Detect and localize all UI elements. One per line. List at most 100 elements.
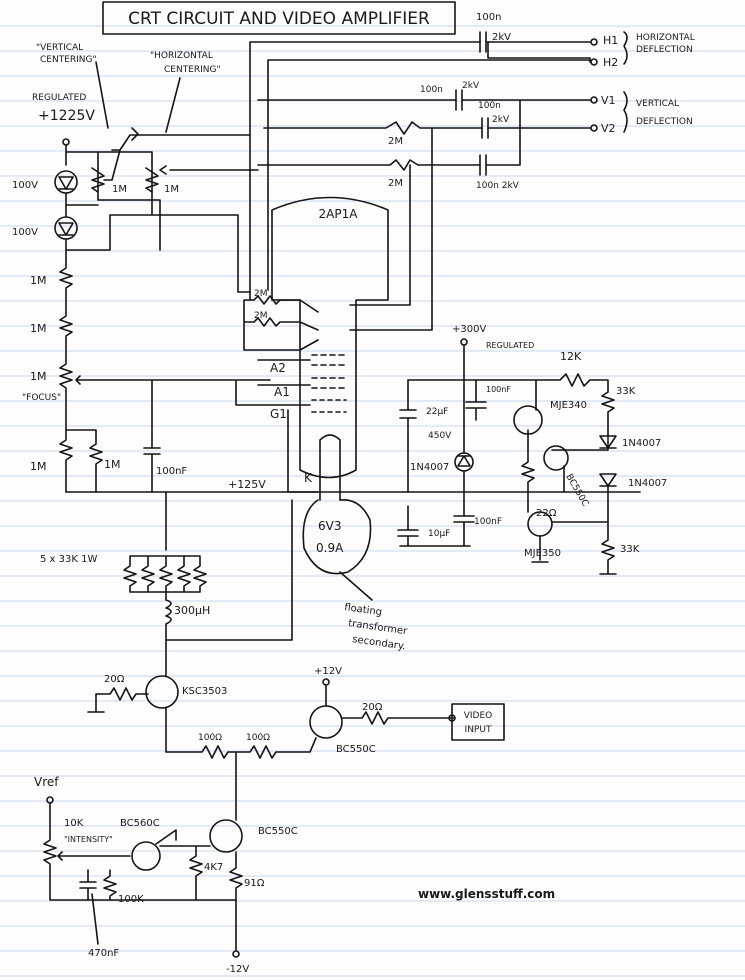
h2-terminal xyxy=(590,58,598,66)
output-transistor-label: KSC3503 xyxy=(182,686,227,697)
regulator-section: +300V REGULATED 12K 33K 22µF 450V 100nF … xyxy=(397,324,667,575)
series-res-1: 100Ω xyxy=(198,733,222,743)
reg-res-right-label: 33K xyxy=(616,386,636,397)
reg-zener-symbol xyxy=(457,379,471,493)
v-resistor-label-2: 2M xyxy=(388,178,403,189)
intensity-q-wiring xyxy=(155,829,211,901)
reg-res-bottom-label: 33K xyxy=(620,544,640,555)
focus-cap-label: 100nF xyxy=(156,466,187,477)
tube-envelope xyxy=(271,196,389,479)
series-res-2: 100Ω xyxy=(246,733,270,743)
heater-note-1: floating xyxy=(344,602,383,618)
inductor-label: 300µH xyxy=(174,604,210,617)
horiz-centering-label-1: "HORIZONTAL xyxy=(150,51,213,61)
v-cap-label-5: 100n 2kV xyxy=(476,181,520,191)
reg-input-label: +300V xyxy=(452,324,486,335)
v2-wire xyxy=(263,121,591,135)
h-brace xyxy=(623,31,628,65)
pot-vert-wiper xyxy=(103,134,251,181)
reg-cap-100n-bottom-label: 100nF xyxy=(474,517,502,527)
reg-diodes xyxy=(599,435,617,523)
transistor-bc560c xyxy=(131,841,161,871)
v-cap-label-3: 100n xyxy=(478,101,501,111)
reg-res-right xyxy=(601,391,615,431)
crt-tube: 2AP1A A2 A1 G1 K 6V3 0.9A floating trans… xyxy=(257,196,409,652)
grid-resistor-1: 2M xyxy=(254,289,268,299)
intensity-q2-label: BC550C xyxy=(258,826,298,837)
h-cap-voltage: 2kV xyxy=(492,32,511,43)
g1-electrode xyxy=(311,399,347,413)
pin-a1: A1 xyxy=(274,385,290,399)
pot-vert-label: 1M xyxy=(112,184,127,195)
reg-top-wire xyxy=(407,344,609,393)
intensity-pot-label: "INTENSITY" xyxy=(64,835,113,844)
series-res-wire xyxy=(165,707,317,759)
v-resistor-label-1: 2M xyxy=(388,136,403,147)
hv-supply-section: "VERTICAL CENTERING" "HORIZONTAL CENTERI… xyxy=(12,43,319,493)
buffer-input-wire xyxy=(325,684,455,725)
pot-horiz xyxy=(145,167,159,193)
v2-label: V2 xyxy=(601,122,616,135)
vref-label: Vref xyxy=(34,775,59,789)
reg-cap-10u-label: 10µF xyxy=(428,529,450,539)
zener-1-symbol xyxy=(58,176,74,190)
base-res-wire xyxy=(87,687,149,713)
reg-cap-22u-label: 22µF xyxy=(426,407,448,417)
tube-pin-wires xyxy=(257,359,319,493)
heater-pointer xyxy=(339,571,373,601)
deflection-section: H1 H2 HORIZONTAL DEFLECTION 100n 2kV V1 … xyxy=(249,12,695,331)
heater-current: 0.9A xyxy=(316,541,344,555)
reg-q2-label: BC550C xyxy=(563,473,590,509)
zener-2-symbol xyxy=(58,222,74,236)
ruled-lines xyxy=(0,25,745,977)
v-plate-wires xyxy=(349,127,433,331)
reg-cap-22u xyxy=(399,379,417,493)
reg-diode-1-label: 1N4007 xyxy=(622,438,661,449)
horiz-centering-label-2: CENTERING" xyxy=(164,65,221,75)
h-deflection-label-2: DEFLECTION xyxy=(636,45,693,55)
video-input-label-2: INPUT xyxy=(465,725,492,735)
reg-transistor-wires xyxy=(521,379,609,561)
v-cap-label-4: 2kV xyxy=(492,115,510,125)
transistor-ksc3503 xyxy=(145,675,179,709)
intensity-q1-label: BC560C xyxy=(120,818,160,829)
grid-resistor-network xyxy=(243,295,319,351)
divider-chain xyxy=(59,261,73,493)
heater-voltage: 6V3 xyxy=(318,519,341,533)
reg-diode-2-label: 1N4007 xyxy=(628,478,667,489)
inductor-300uh xyxy=(165,499,293,641)
load-resistor-bank xyxy=(123,491,207,593)
v-lower-wire xyxy=(257,99,521,171)
divider-r2: 1M xyxy=(30,322,47,335)
vert-centering-label-1: "VERTICAL xyxy=(36,43,83,53)
intensity-cap-pointer xyxy=(91,893,99,945)
title-box xyxy=(102,1,456,35)
video-stage: 5 x 33K 1W 300µH KSC3503 20Ω 100Ω 100Ω B… xyxy=(40,491,505,759)
title-block: CRT CIRCUIT AND VIDEO AMPLIFIER xyxy=(102,1,456,35)
intensity-pot xyxy=(43,802,237,901)
vref-terminal xyxy=(46,796,54,804)
zener-2-label: 100V xyxy=(12,227,38,238)
zener-1-label: 100V xyxy=(12,180,38,191)
centering-pointers xyxy=(95,61,181,133)
transistor-bc550c-reg xyxy=(543,445,569,471)
v1-cap-symbol xyxy=(455,89,463,111)
tube-type: 2AP1A xyxy=(319,207,359,221)
intensity-res-4k7: 4K7 xyxy=(204,862,223,873)
h1-wire xyxy=(249,41,591,301)
pin-g1: G1 xyxy=(270,407,287,421)
website-label: www.glensstuff.com xyxy=(418,887,555,901)
reg-bottom-caps xyxy=(397,491,475,547)
v3-cap-symbol xyxy=(479,154,487,176)
rail-125v: +125V xyxy=(65,478,641,493)
neg12v-terminal xyxy=(232,950,240,958)
focus-label: "FOCUS" xyxy=(22,393,61,403)
v-cap-label-2: 2kV xyxy=(462,81,480,91)
reg-res-top: 12K xyxy=(560,350,582,363)
centering-wiring xyxy=(65,161,251,293)
v-brace xyxy=(623,91,628,133)
reg-q1-label: MJE340 xyxy=(550,400,587,411)
reg-cap-100n-label: 100nF xyxy=(486,385,511,394)
bottom-r2-label: 1M xyxy=(104,458,121,471)
